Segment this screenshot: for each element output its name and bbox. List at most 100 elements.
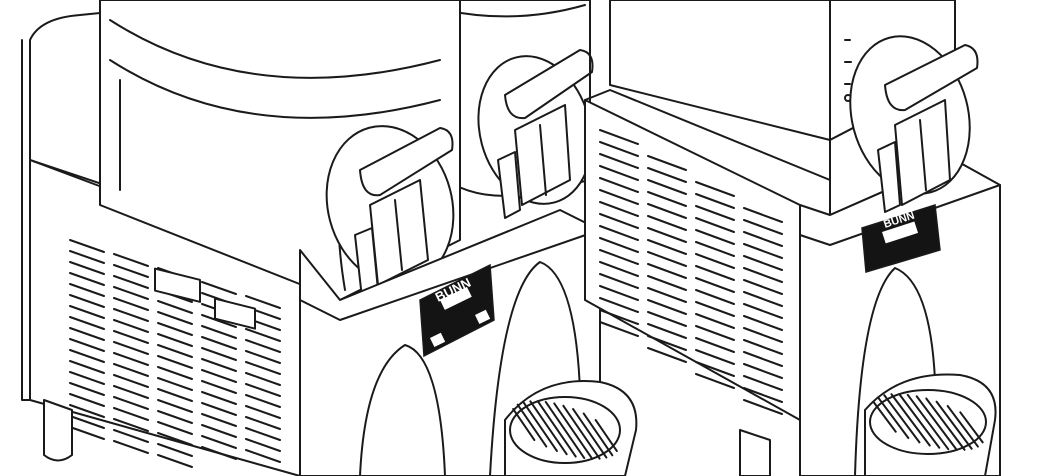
right-dispense-valve	[849, 35, 979, 213]
louver-slat	[695, 313, 735, 329]
louver-slat	[647, 155, 687, 171]
louver-slat	[743, 291, 783, 307]
louver-slat	[743, 231, 783, 247]
louver-slat	[157, 344, 193, 358]
louver-slat	[599, 225, 639, 241]
louver-slat	[245, 416, 281, 430]
grate-bar	[512, 407, 536, 442]
louver-slat	[695, 241, 735, 257]
louver-slat	[599, 273, 639, 289]
louver-slat	[743, 399, 783, 415]
louver-slat	[113, 297, 149, 311]
louver-slat	[695, 289, 735, 305]
louver-slat	[245, 394, 281, 408]
louver-slat	[201, 358, 237, 372]
louver-slat	[69, 283, 105, 297]
right-drip-tray	[864, 373, 997, 476]
louver-slat	[69, 426, 105, 440]
louver-slat	[69, 250, 105, 264]
grate-bar	[946, 404, 979, 448]
louver-slat	[201, 380, 237, 394]
louver-slat	[647, 275, 687, 291]
grate-bar	[572, 408, 608, 459]
louver-slat	[245, 405, 281, 419]
louver-slat	[69, 272, 105, 286]
louver-slat	[599, 309, 639, 325]
louver-slat	[113, 275, 149, 289]
louver-slat	[157, 366, 193, 380]
louver-slat	[743, 279, 783, 295]
grate-bar	[915, 395, 958, 451]
grate-bar	[553, 402, 594, 460]
louver-slat	[157, 410, 193, 424]
louver-slat	[599, 213, 639, 229]
louver-slat	[157, 399, 193, 413]
louver-slat	[157, 432, 193, 446]
louver-slat	[69, 316, 105, 330]
louver-slat	[743, 219, 783, 235]
louver-slat	[69, 360, 105, 374]
louver-slat	[113, 341, 149, 355]
louver-slat	[69, 415, 105, 429]
louver-slat	[157, 454, 193, 468]
louver-slat	[157, 377, 193, 391]
louver-slat	[599, 165, 639, 181]
louver-slat	[695, 277, 735, 293]
louver-slat	[695, 229, 735, 245]
louver-slat	[157, 300, 193, 314]
grate-bar	[935, 400, 973, 450]
louver-slat	[743, 255, 783, 271]
louver-slat	[695, 181, 735, 197]
louver-slat	[743, 351, 783, 367]
louver-slat	[69, 393, 105, 407]
louver-slat	[647, 203, 687, 219]
louver-slat	[245, 295, 281, 309]
louver-slat	[113, 407, 149, 421]
louver-slat	[245, 449, 281, 463]
louver-slat	[647, 191, 687, 207]
louver-slat	[157, 333, 193, 347]
grate-bar	[536, 400, 577, 458]
grate-bar	[959, 411, 984, 444]
louver-slat	[69, 349, 105, 363]
grate-bar	[872, 400, 897, 433]
left-drip-tray	[504, 380, 638, 476]
louver-slat	[113, 352, 149, 366]
louver-slat	[743, 243, 783, 259]
louver-slat	[201, 336, 237, 350]
louver-slat	[647, 311, 687, 327]
louver-slat	[647, 287, 687, 303]
louver-slat	[743, 303, 783, 319]
louver-slat	[599, 189, 639, 205]
louver-slat	[201, 446, 237, 460]
louver-slat	[113, 396, 149, 410]
grate-bar	[529, 400, 568, 456]
louver-slat	[157, 443, 193, 457]
louver-slat	[113, 385, 149, 399]
louver-slat	[245, 350, 281, 364]
grate-bar	[877, 396, 910, 440]
grate-bar	[906, 393, 950, 451]
louver-slat	[599, 321, 639, 337]
louver-slat	[599, 297, 639, 313]
grate-bar	[544, 400, 586, 460]
louver-slat	[647, 335, 687, 351]
louver-slat	[201, 281, 237, 295]
louver-slat	[647, 179, 687, 195]
louver-slat	[113, 440, 149, 454]
louver-slat	[647, 263, 687, 279]
louver-slat	[245, 427, 281, 441]
louver-slat	[599, 261, 639, 277]
louver-slat	[201, 402, 237, 416]
louver-slat	[245, 361, 281, 375]
louver-slat	[743, 327, 783, 343]
louver-slat	[157, 355, 193, 369]
louver-slat	[695, 361, 735, 377]
louver-slat	[647, 215, 687, 231]
louver-slat	[113, 418, 149, 432]
louver-slat	[113, 264, 149, 278]
louver-slat	[647, 299, 687, 315]
louver-slat	[69, 371, 105, 385]
louver-slat	[69, 338, 105, 352]
